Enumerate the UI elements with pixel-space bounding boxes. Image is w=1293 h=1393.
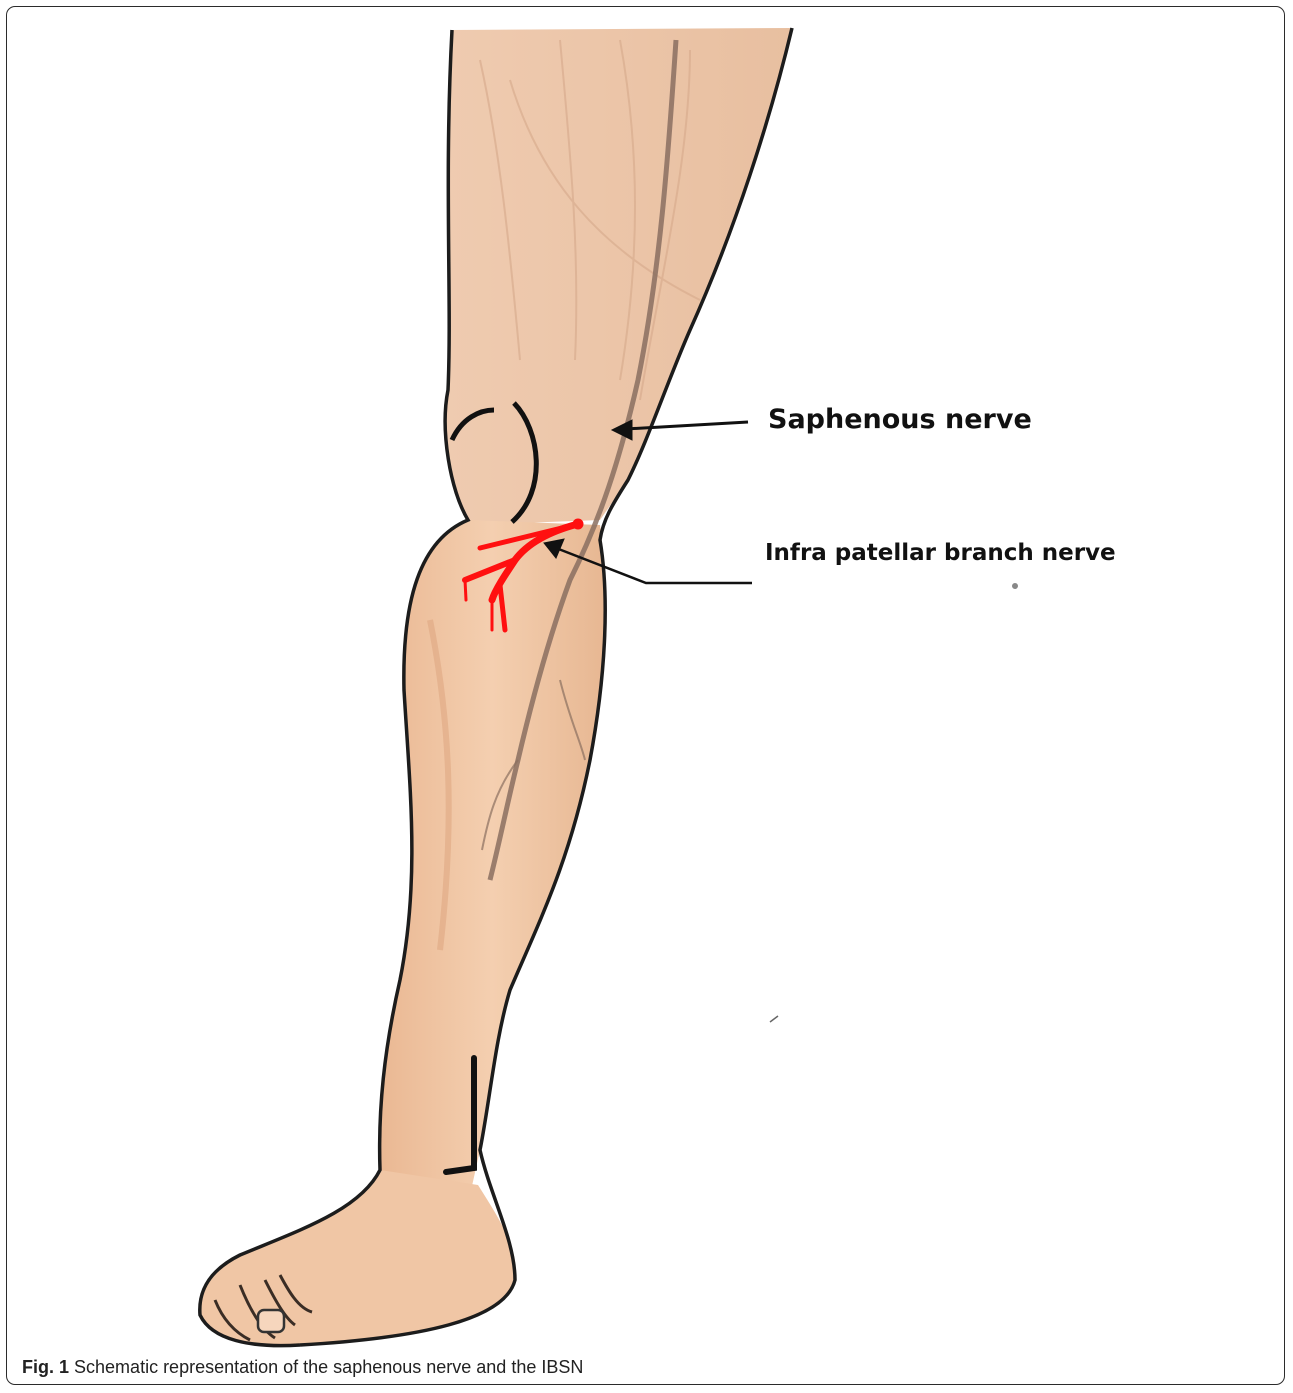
arrow-saphenous bbox=[612, 420, 748, 440]
stray-mark bbox=[770, 1016, 778, 1022]
figure-number: Fig. 1 bbox=[22, 1357, 69, 1377]
label-infrapatellar-branch: Infra patellar branch nerve bbox=[765, 540, 1116, 566]
label-saphenous-nerve: Saphenous nerve bbox=[768, 404, 1032, 435]
toenail bbox=[258, 1310, 284, 1332]
stray-dot bbox=[1012, 583, 1018, 589]
figure-caption: Fig. 1 Schematic representation of the s… bbox=[22, 1357, 583, 1378]
caption-text: Schematic representation of the saphenou… bbox=[74, 1357, 583, 1377]
